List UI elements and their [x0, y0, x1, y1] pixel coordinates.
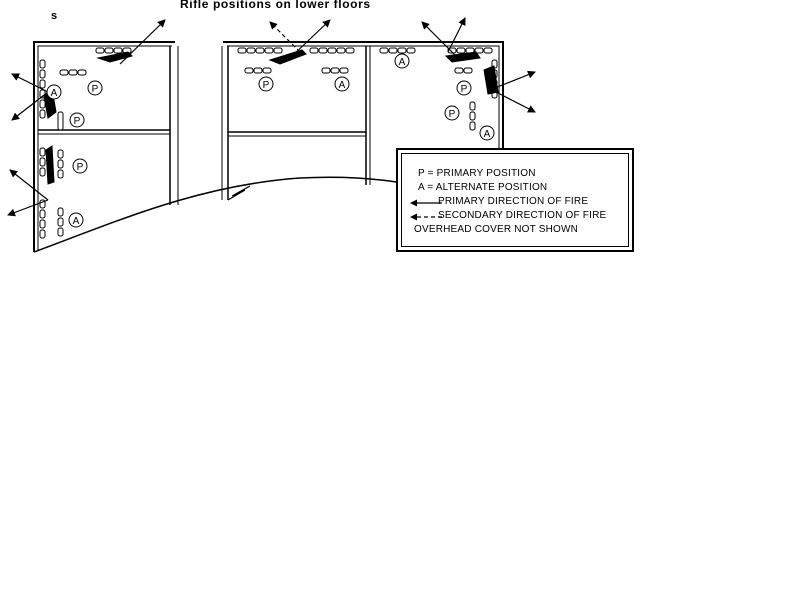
primary-position-marker: P — [69, 112, 85, 128]
primary-position-marker: P — [444, 105, 460, 121]
primary-position-marker: P — [456, 80, 472, 96]
alternate-position-marker: A — [479, 125, 495, 141]
svg-text:A: A — [51, 88, 58, 99]
rifleman-figure — [268, 49, 307, 65]
position-markers: P A P P A P A A P P A — [46, 53, 495, 228]
svg-text:A: A — [73, 216, 80, 227]
rifleman-figure — [444, 51, 481, 63]
legend-inner-border — [401, 153, 629, 247]
alternate-position-marker: A — [68, 212, 84, 228]
svg-text:P: P — [263, 80, 270, 91]
rifleman-figure — [96, 51, 133, 63]
svg-text:P: P — [74, 116, 81, 127]
sandbag-positions — [39, 47, 498, 239]
legend-primary-position: P = PRIMARY POSITION — [418, 168, 536, 179]
alternate-position-marker: A — [334, 76, 350, 92]
dashed-arrow-icon — [410, 213, 442, 221]
primary-position-marker: P — [87, 80, 103, 96]
solid-arrow-icon — [410, 199, 442, 207]
svg-text:P: P — [461, 84, 468, 95]
legend-primary-direction: PRIMARY DIRECTION OF FIRE — [438, 196, 589, 207]
svg-text:P: P — [77, 162, 84, 173]
svg-text:P: P — [449, 109, 456, 120]
svg-text:A: A — [484, 129, 491, 140]
legend-alternate-position: A = ALTERNATE POSITION — [418, 182, 548, 193]
alternate-position-marker: A — [46, 84, 62, 100]
wall-left-top — [33, 41, 175, 252]
building-walls — [33, 41, 504, 253]
page-letter: s — [51, 10, 58, 22]
wall-right-top — [223, 41, 504, 148]
legend-secondary-direction: SECONDARY DIRECTION OF FIRE — [438, 210, 607, 221]
primary-position-marker: P — [72, 158, 88, 174]
svg-text:P: P — [92, 84, 99, 95]
primary-position-marker: P — [258, 76, 274, 92]
rifleman-figure — [483, 65, 499, 95]
svg-text:A: A — [339, 80, 346, 91]
svg-text:A: A — [399, 57, 406, 68]
rifleman-figure — [45, 145, 55, 185]
fire-direction-arrows — [7, 17, 536, 217]
alternate-position-marker: A — [394, 53, 410, 69]
legend-box: P = PRIMARY POSITION A = ALTERNATE POSIT… — [396, 148, 634, 252]
figure-title: Rifle positions on lower floors — [180, 0, 371, 11]
legend-overhead-cover: OVERHEAD COVER NOT SHOWN — [414, 224, 579, 235]
